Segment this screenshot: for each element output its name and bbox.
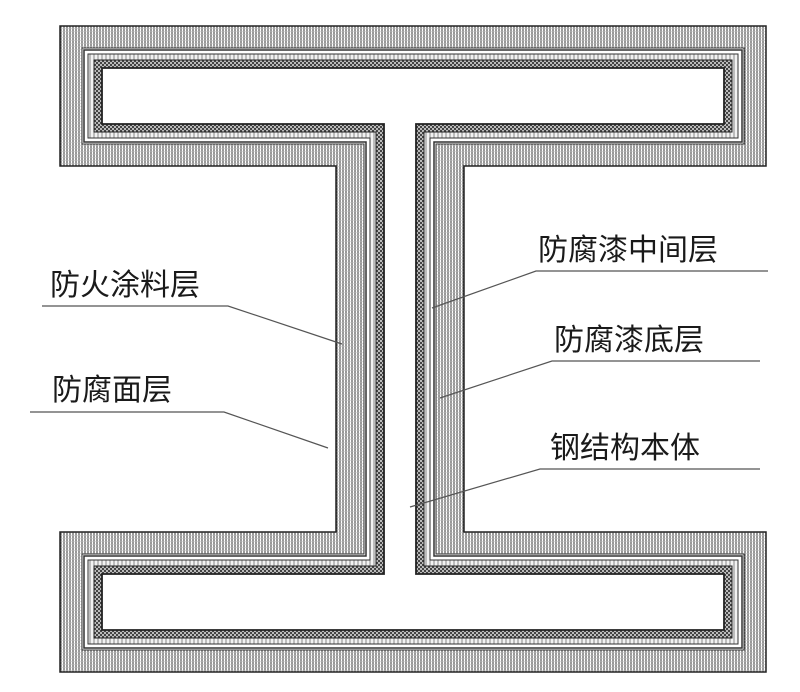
label-fireproof-coating: 防火涂料层 [50,268,200,303]
label-anticorrosion-topcoat: 防腐面层 [52,373,172,408]
leader-fireproof [42,305,343,345]
steel-structure-body [101,67,725,631]
leader-primer [439,360,760,399]
leader-lines [30,270,768,508]
leader-steel [409,468,760,508]
label-steel-body: 钢结构本体 [550,431,700,466]
label-anticorrosion-primer: 防腐漆底层 [554,323,704,358]
leader-intermediate [431,270,768,309]
leader-topcoat [30,411,329,449]
label-anticorrosion-intermediate: 防腐漆中间层 [538,233,718,268]
